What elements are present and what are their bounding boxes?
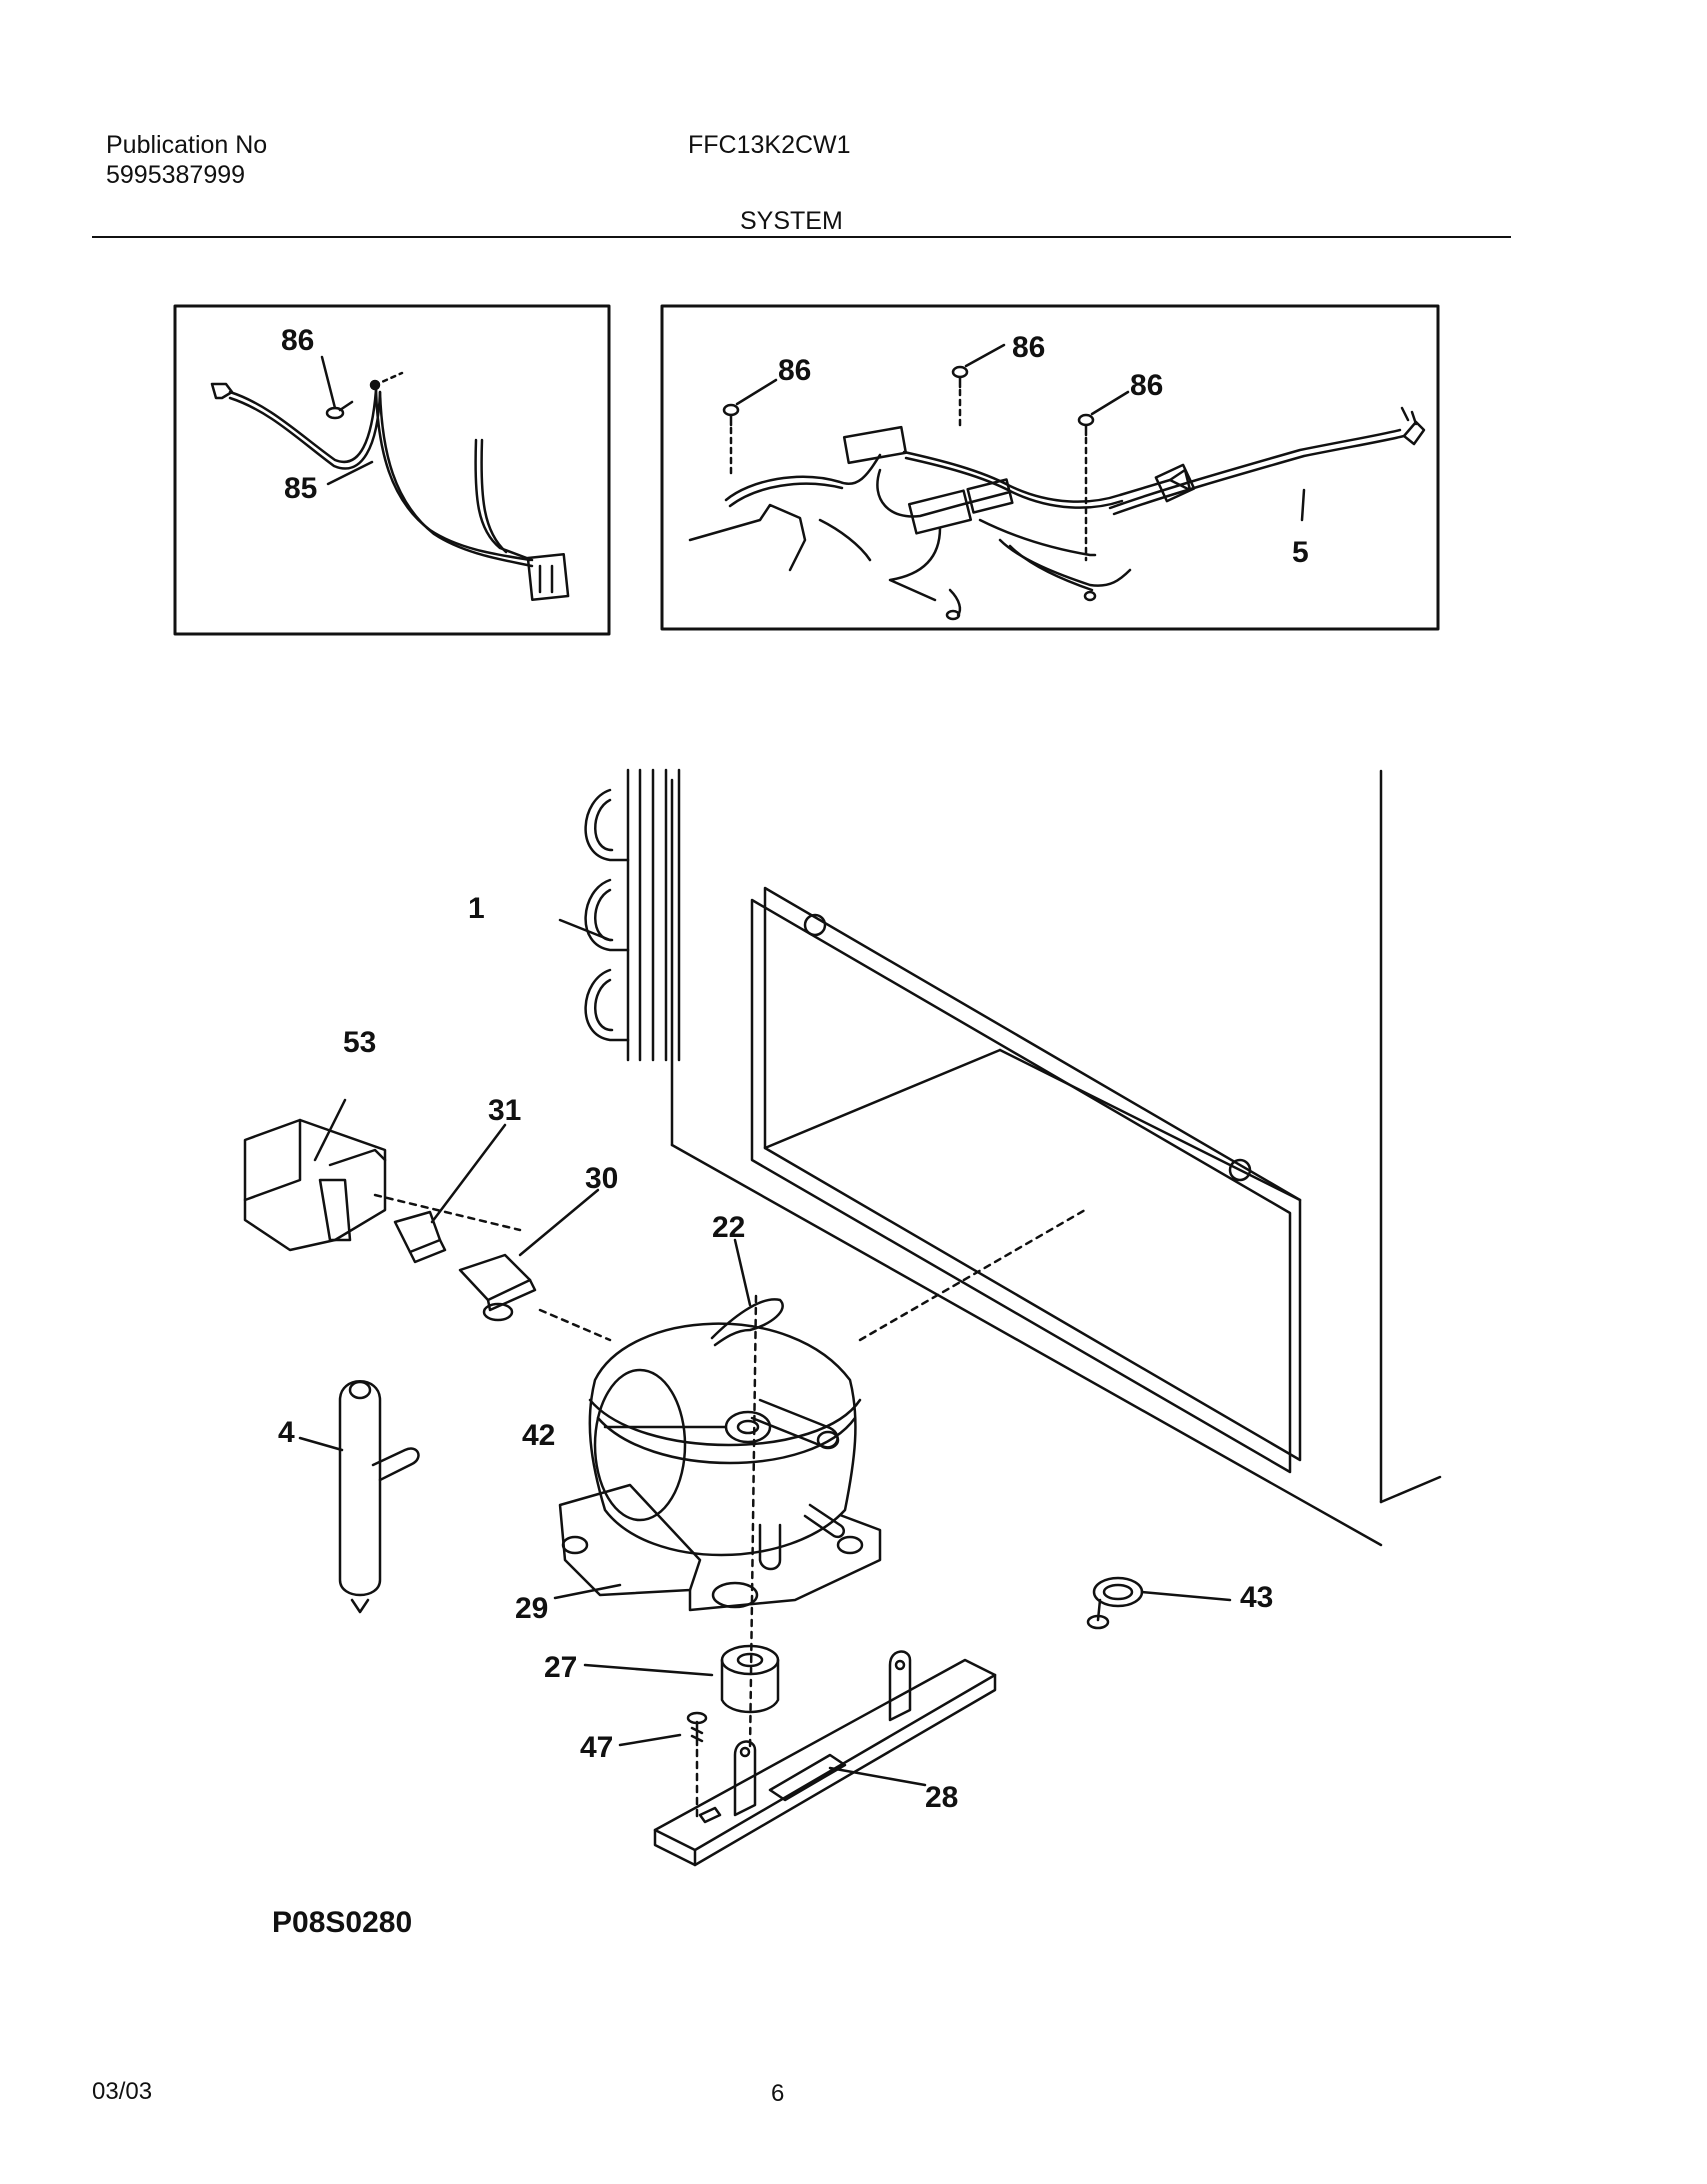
publication-date: 03/03	[92, 2078, 153, 2105]
cabinet-outline	[670, 769, 1442, 1547]
callout-53: 53	[343, 1026, 376, 1059]
relay-cover-53	[243, 1098, 522, 1252]
callout-28: 28	[925, 1781, 958, 1814]
publication-label: Publication No	[106, 131, 268, 159]
grommet-27	[583, 1644, 780, 1714]
callout-labels: 86 85 86 86 86 5 1 53 31 30 22 4 42 29 4…	[278, 324, 1309, 1814]
callout-1: 1	[468, 892, 485, 925]
inset-frame-left	[173, 304, 611, 636]
compressor-29	[553, 1208, 1087, 1752]
callout-27: 27	[544, 1651, 577, 1684]
callout-43: 43	[1240, 1581, 1273, 1614]
header-rule	[92, 236, 1511, 238]
filter-drier-4	[298, 1380, 420, 1614]
callout-31: 31	[488, 1094, 521, 1127]
callout-86-c: 86	[1130, 369, 1163, 402]
clamp-43	[1086, 1576, 1232, 1630]
callout-42: 42	[522, 1419, 555, 1452]
callout-47: 47	[580, 1731, 613, 1764]
callout-86-left: 86	[281, 324, 314, 357]
publication-number: 5995387999	[106, 161, 246, 189]
callout-85: 85	[284, 472, 317, 505]
screw-47	[618, 1711, 708, 1822]
page-number: 6	[771, 2080, 785, 2107]
section-title: SYSTEM	[740, 207, 843, 235]
screw-86-c	[1077, 390, 1130, 562]
callout-22: 22	[712, 1211, 745, 1244]
mounting-bracket-28	[653, 1650, 997, 1867]
callout-86-a: 86	[778, 354, 811, 387]
screw-86-b	[951, 343, 1006, 432]
condenser-coil-1	[558, 768, 681, 1062]
callout-29: 29	[515, 1592, 548, 1625]
screw-86-a	[722, 378, 778, 477]
overload-31	[393, 1123, 507, 1264]
callout-5: 5	[1292, 536, 1309, 569]
wire-22	[710, 1238, 784, 1347]
screw-86-left	[320, 355, 354, 420]
inset-frame-right	[660, 304, 1440, 631]
callout-86-b: 86	[1012, 331, 1045, 364]
relay-30	[458, 1188, 612, 1342]
callout-30: 30	[585, 1162, 618, 1195]
model-number: FFC13K2CW1	[688, 131, 851, 159]
wire-harness-5	[688, 406, 1426, 621]
figure-code: P08S0280	[272, 1906, 413, 1939]
callout-4: 4	[278, 1416, 295, 1449]
wire-harness-85	[210, 371, 570, 602]
